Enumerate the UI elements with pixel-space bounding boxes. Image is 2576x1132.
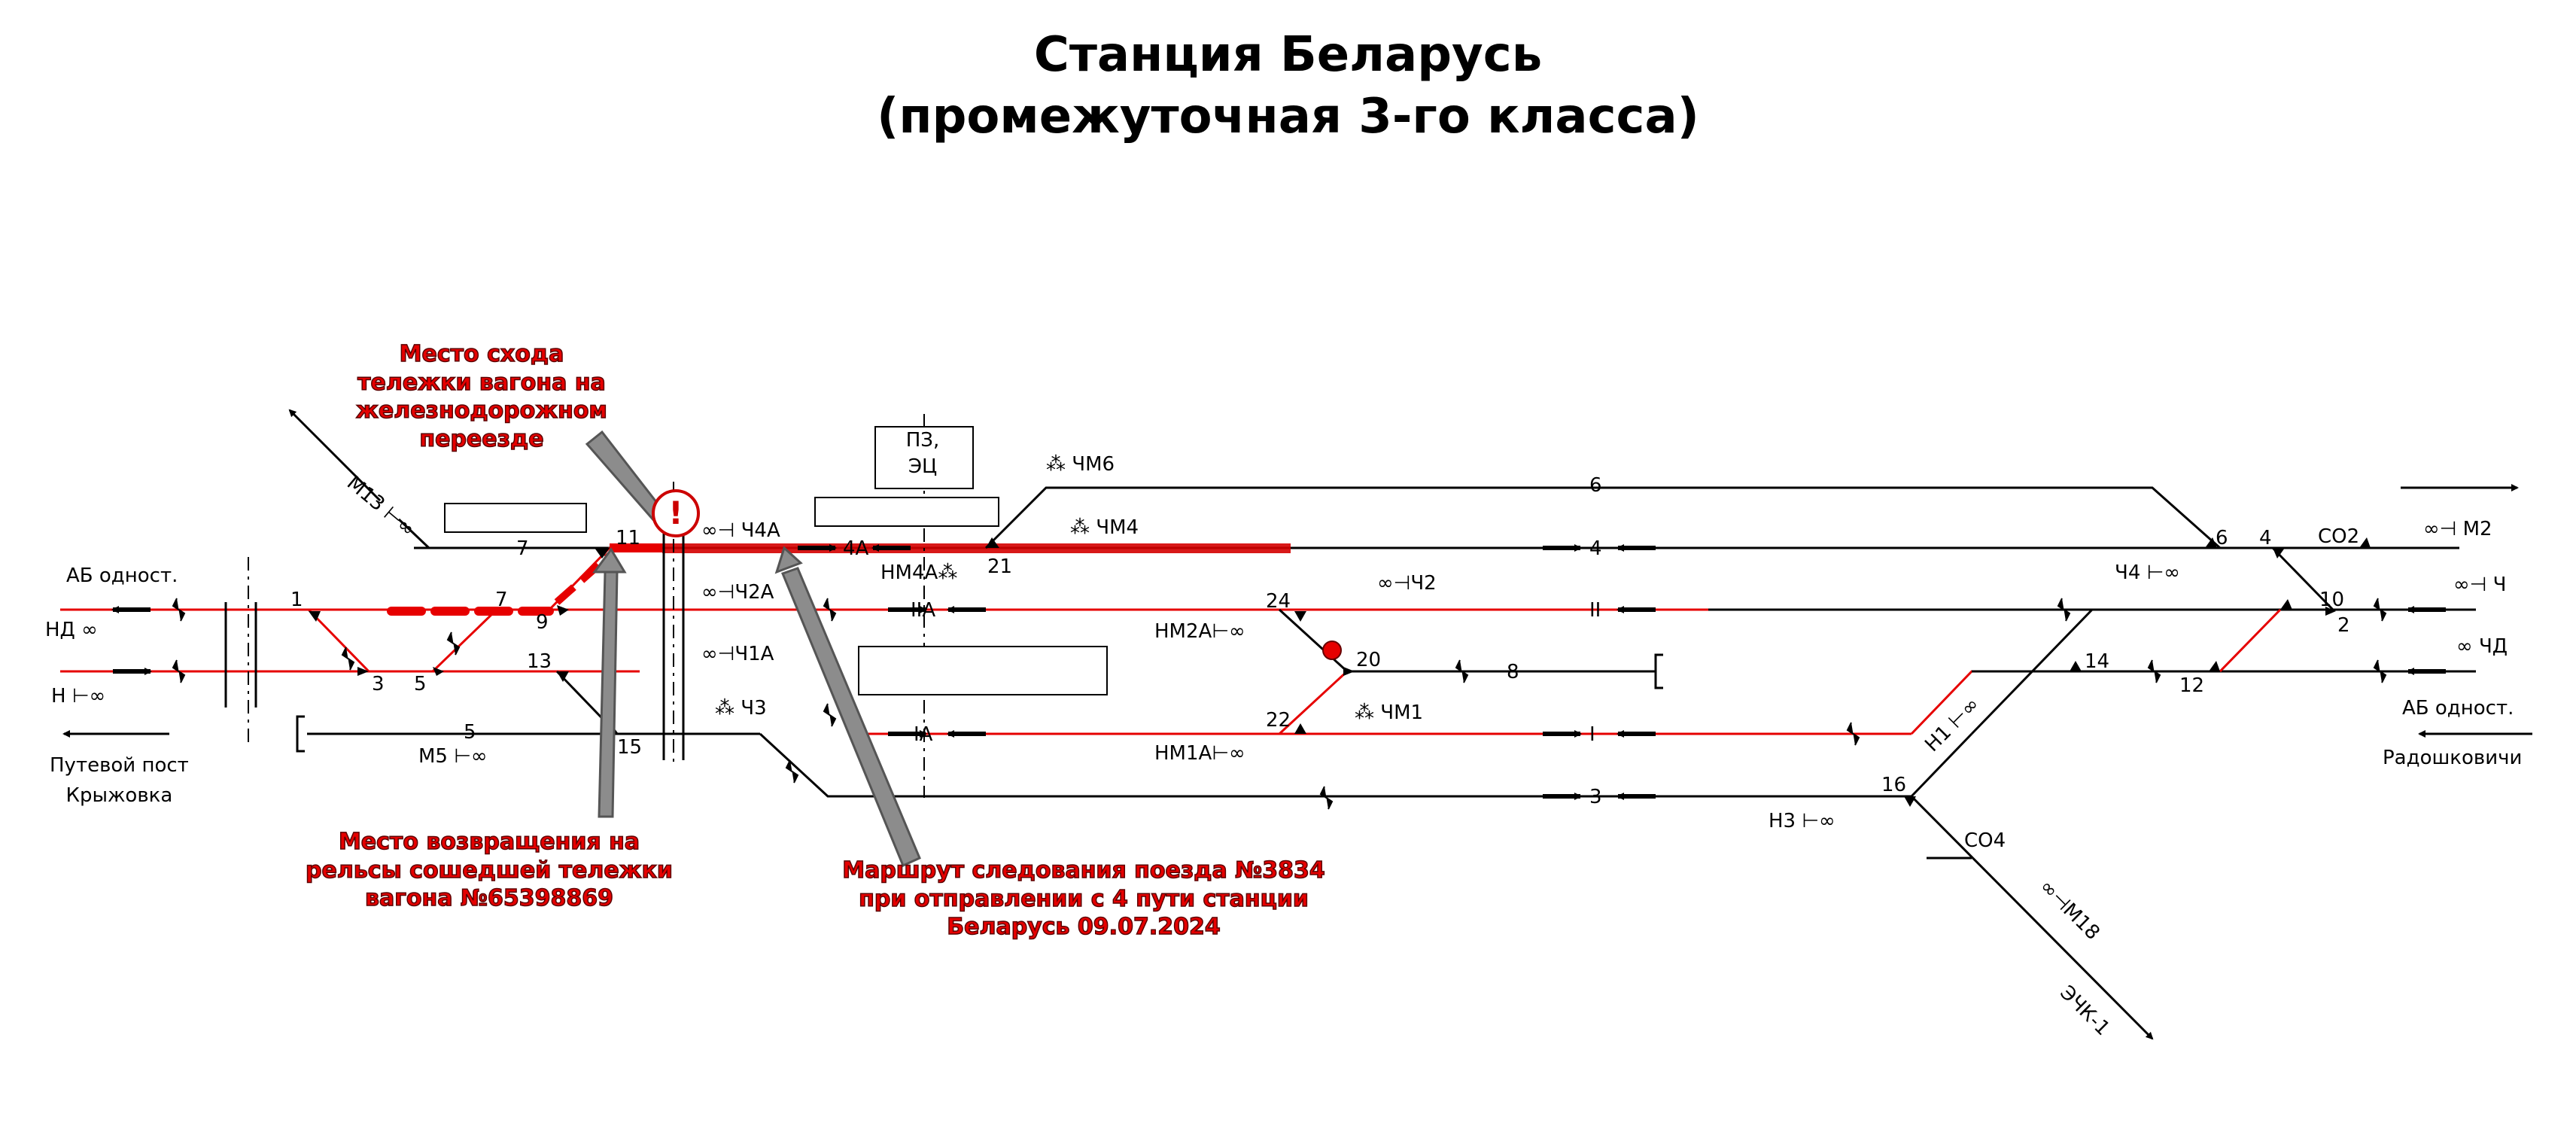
switch-22: 22 [1266,709,1291,732]
track-6 [984,486,2221,549]
switch-11: 11 [616,527,641,549]
switch-12: 12 [2179,674,2205,697]
track-IIA-label: IIA [911,599,936,622]
switch-7: 7 [495,589,508,611]
signal-20-red [1322,641,1342,660]
switch-2: 2 [2337,614,2350,637]
switch-13: 13 [527,650,552,673]
signal-SO4: СО4 [1964,829,2006,852]
signal-CH2: ∞⊣Ч2 [1377,572,1437,595]
signal-SO2: СО2 [2318,525,2360,548]
signal-NM4A: НМ4А⁂ [880,561,958,584]
track-7 [397,518,602,549]
signal-M2: ∞⊣ М2 [2423,518,2492,540]
signal-NM1A: НМ1А⊢∞ [1154,742,1245,765]
signal-CH4A: ∞⊣ Ч4А [701,519,780,542]
track-II-label: II [1589,599,1601,622]
signal-CHM1: ⁂ ЧМ1 [1355,701,1424,724]
title-line-1: Станция Беларусь [1033,27,1543,83]
switch-10: 10 [2319,589,2345,611]
track-7-label: 7 [516,537,529,560]
track-5-label: 5 [464,721,476,744]
signal-N: Н ⊢∞ [51,685,106,708]
switch-5: 5 [414,673,427,695]
route-note: Маршрут следования поезда №3834 при отпр… [841,857,1325,940]
direction-left-bottom: Путевой пост Крыжовка [50,754,189,807]
track-I-label: I [1589,723,1595,746]
warning-icon: ! [652,489,700,537]
route-highlight [662,543,1291,553]
switch-14: 14 [2085,650,2110,673]
switch-1: 1 [290,589,303,611]
signal-CH1A: ∞⊣Ч1А [701,643,774,665]
signal-CH4: Ч4 ⊢∞ [2115,561,2180,584]
derailment-place-note: Место схода тележки вагона на железнодор… [355,340,607,452]
signal-CH2A: ∞⊣Ч2А [701,581,774,604]
track-IA-label: IA [914,723,933,746]
direction-left-top: АБ одност. [66,564,178,587]
track-8-label: 8 [1507,661,1519,683]
signal-CHD: ∞ ЧД [2456,635,2508,658]
return-place-note: Место возвращения на рельсы сошедшей тел… [305,828,673,911]
signal-CH3: ⁂ Ч3 [715,697,767,720]
switch-4: 4 [2259,527,2272,549]
station-building [874,426,974,489]
platform-box-2 [814,497,999,527]
direction-right-top: АБ одност. [2402,697,2514,720]
pointer-arrows [585,430,921,868]
signal-ND: НД ∞ [45,619,98,641]
signal-CHM4: ⁂ ЧМ4 [1070,516,1139,539]
platform-box-3 [858,646,1108,695]
switch-20: 20 [1356,649,1382,671]
switch-24: 24 [1266,590,1291,613]
platform-box-1 [444,503,587,533]
signal-NM2A: НМ2А⊢∞ [1154,620,1245,643]
direction-right-bottom: Радошковичи [2383,747,2523,769]
switch-21: 21 [987,555,1013,578]
switch-3: 3 [372,673,385,695]
signal-M5: М5 ⊢∞ [418,745,488,768]
title-line-2: (промежуточная 3-го класса) [877,89,1699,145]
signal-CH: ∞⊣ Ч [2453,574,2507,596]
switch-15: 15 [617,736,643,759]
track-3-label: 3 [1589,786,1602,808]
track-6-label: 6 [1589,474,1602,497]
signal-CHM6: ⁂ ЧМ6 [1046,453,1115,476]
station-building-label: ПЗ, ЭЦ [905,429,940,479]
track-3 [759,732,1911,798]
signal-N3: Н3 ⊢∞ [1769,810,1835,832]
switch-6: 6 [2216,527,2228,549]
track-4A-label: 4A [843,537,869,560]
switch-9: 9 [536,611,549,634]
track-4-label: 4 [1589,537,1602,560]
switch-16: 16 [1881,774,1907,796]
